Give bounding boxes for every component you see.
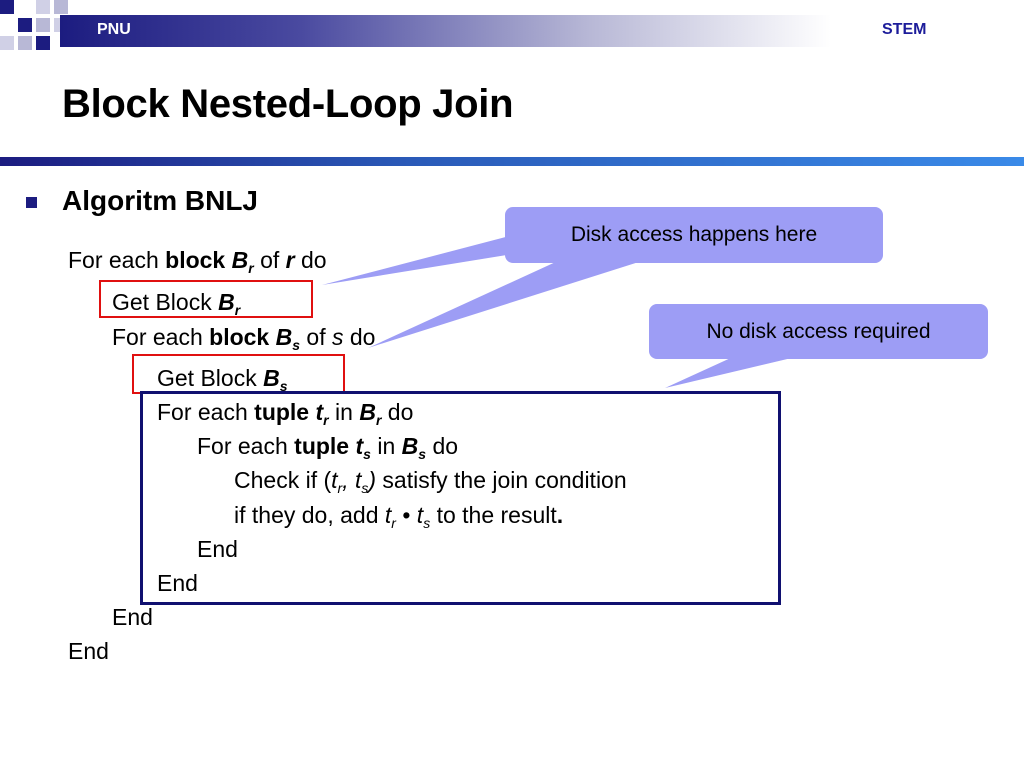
code-line-8: if they do, add tr • ts to the result. xyxy=(234,502,564,531)
logo-square xyxy=(36,18,50,32)
header-right-label: STEM xyxy=(882,21,927,38)
code-line-2: Get Block Br xyxy=(112,289,241,318)
code-line-11: End xyxy=(112,604,153,630)
callout-pointer-disk-2 xyxy=(368,260,645,348)
callout-disk-access: Disk access happens here xyxy=(505,207,883,263)
header-left-label: PNU xyxy=(97,21,131,38)
logo-square xyxy=(36,36,50,50)
callout-pointer-disk-1 xyxy=(322,232,525,285)
logo-square xyxy=(54,0,68,14)
header-bar xyxy=(60,15,1024,47)
get-block-br-highlight xyxy=(99,280,313,318)
code-line-3: For each block Bs of s do xyxy=(112,324,376,353)
logo-square xyxy=(18,18,32,32)
bullet-square-icon xyxy=(26,197,37,208)
code-line-7: Check if (tr, ts) satisfy the join condi… xyxy=(234,467,627,496)
code-line-5: For each tuple tr in Br do xyxy=(157,399,414,428)
logo-square xyxy=(18,36,32,50)
code-line-10: End xyxy=(157,570,198,596)
callout-pointer-nodisk xyxy=(665,356,800,388)
logo-square xyxy=(0,36,14,50)
logo-square xyxy=(0,0,14,14)
callout-no-disk-access-text: No disk access required xyxy=(706,320,931,343)
callout-disk-access-text: Disk access happens here xyxy=(570,223,818,246)
inner-loop-box xyxy=(140,391,781,605)
code-line-6: For each tuple ts in Bs do xyxy=(197,433,459,462)
slide-title: Block Nested-Loop Join xyxy=(62,82,514,126)
title-divider xyxy=(0,157,1024,166)
code-line-12: End xyxy=(68,638,109,664)
code-line-9: End xyxy=(197,536,238,562)
callout-no-disk-access: No disk access required xyxy=(649,304,988,359)
code-line-4: Get Block Bs xyxy=(157,365,288,394)
bullet-heading: Algoritm BNLJ xyxy=(62,185,258,216)
code-line-1: For each block Br of r do xyxy=(68,247,327,276)
logo-square xyxy=(36,0,50,14)
